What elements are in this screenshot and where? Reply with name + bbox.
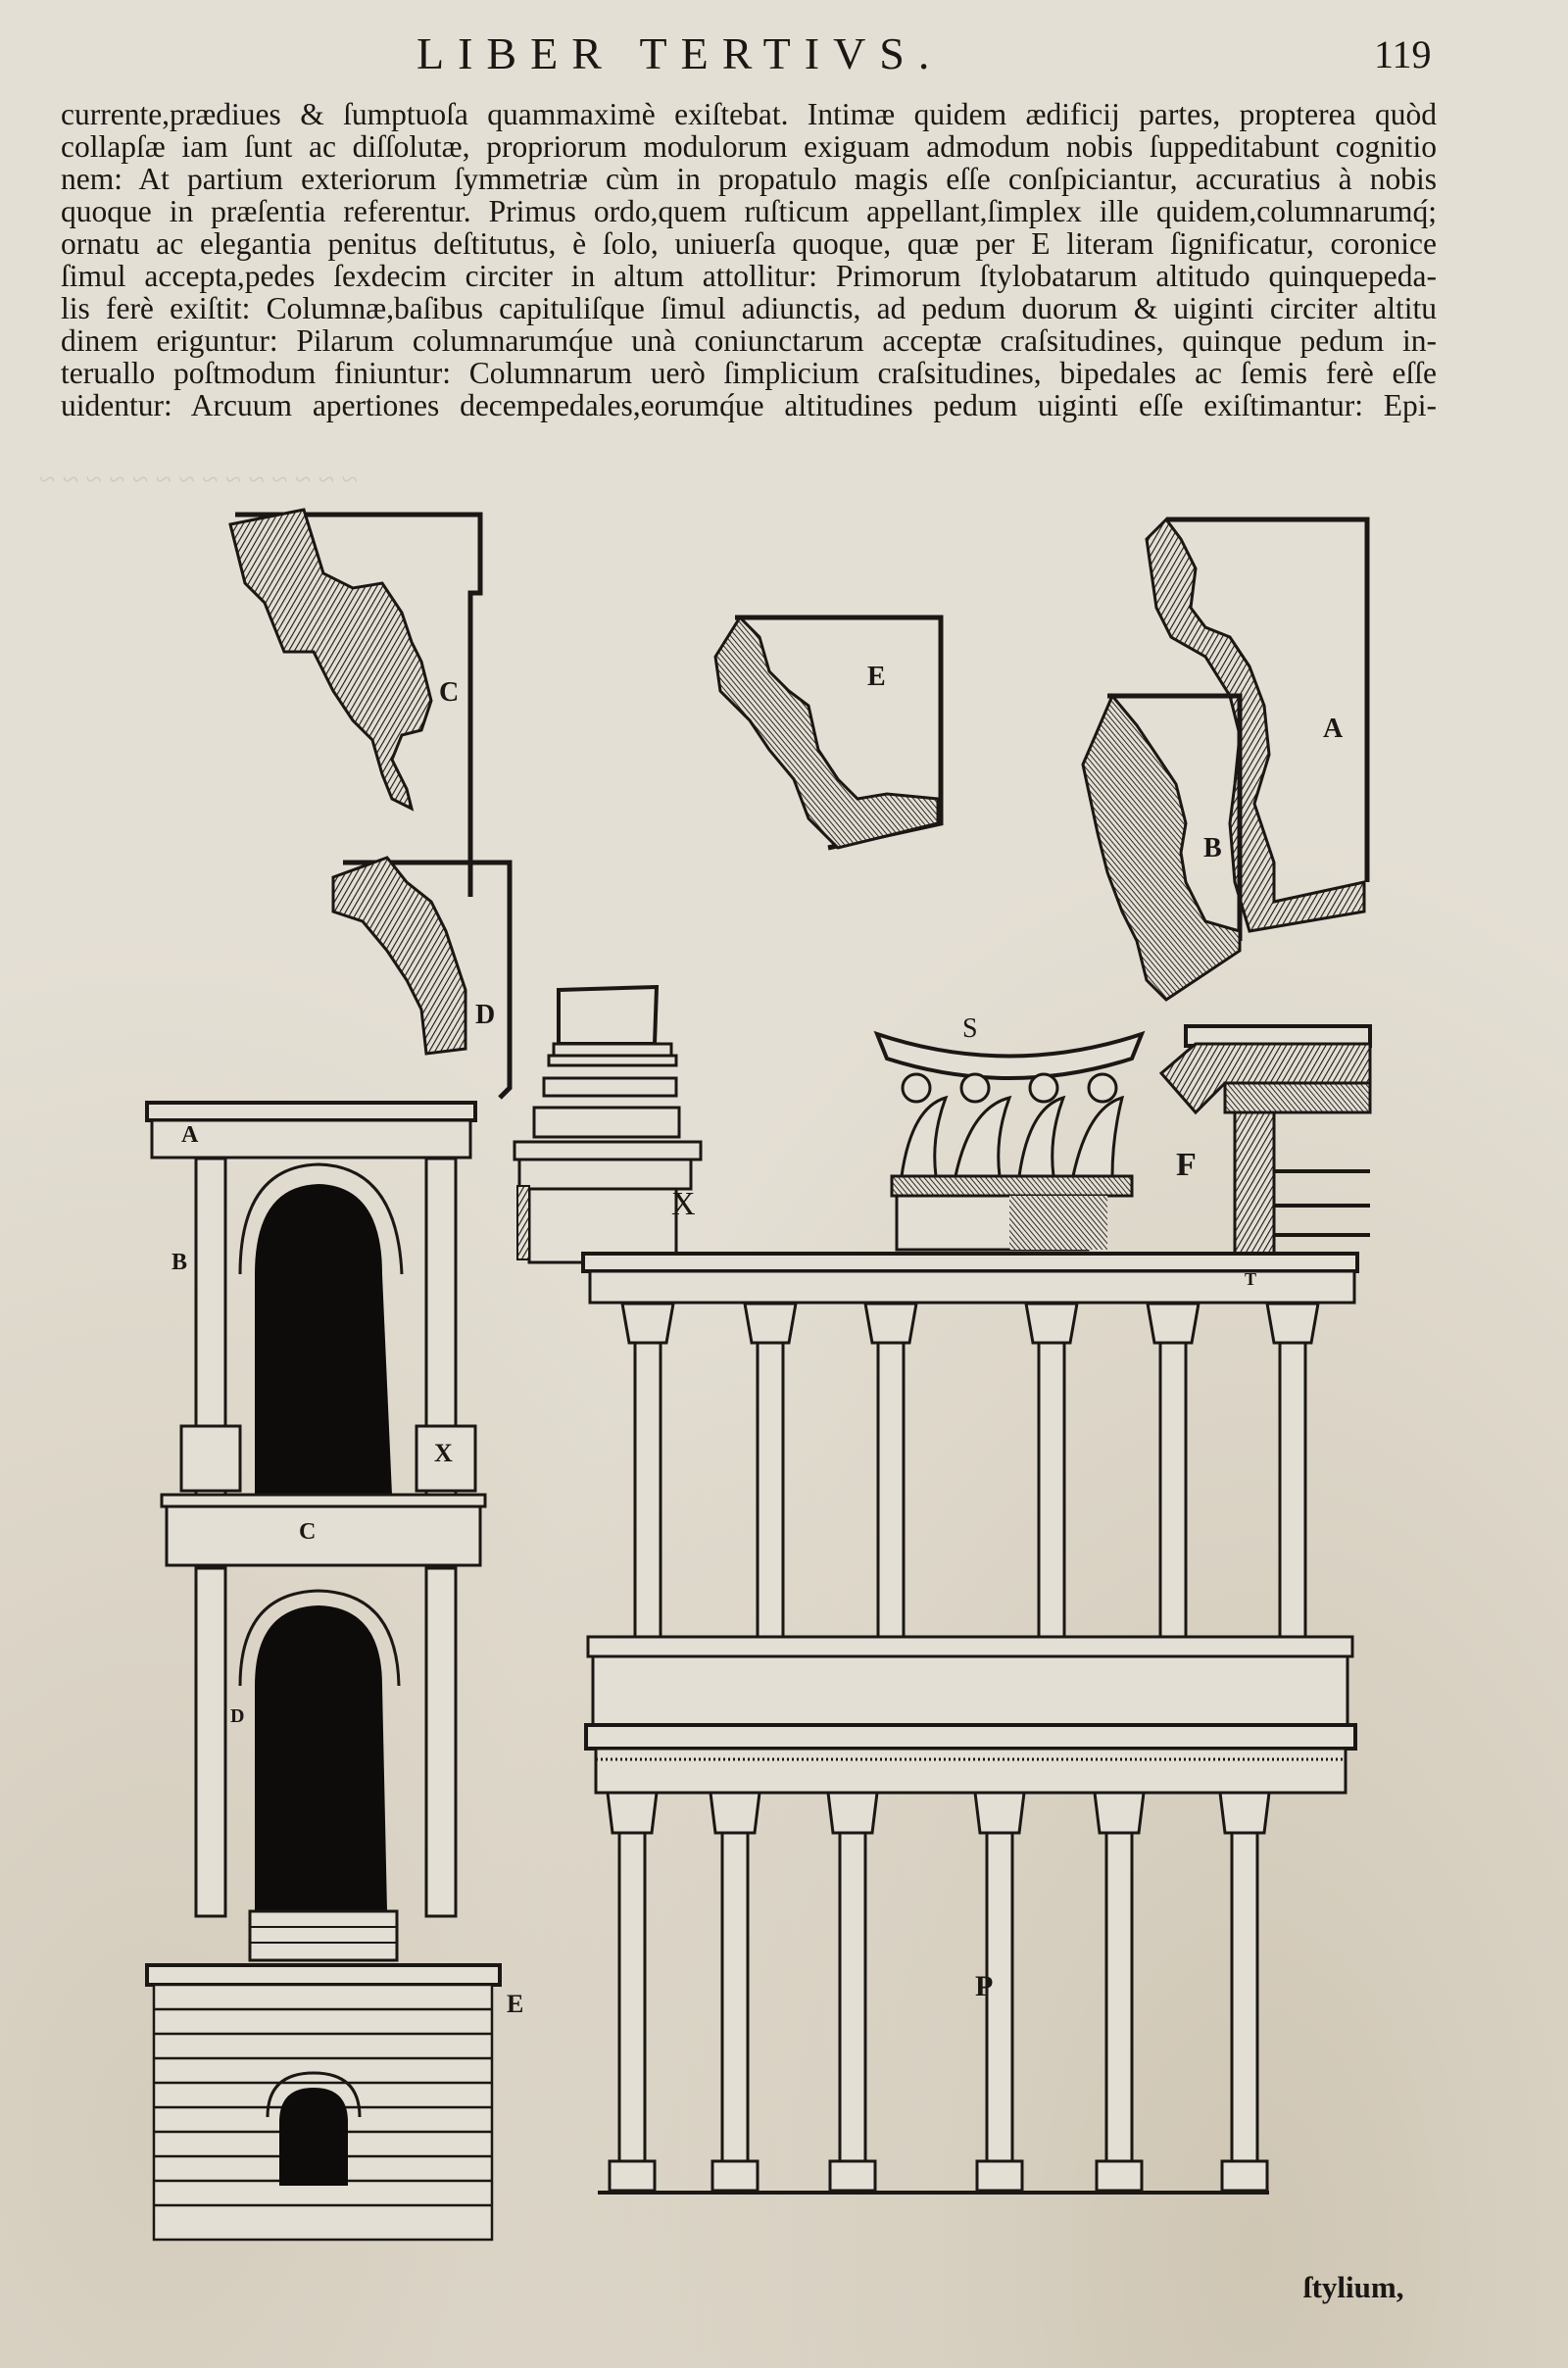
text-line: currente,prædiues & ſumptuoſa quammaximè… xyxy=(61,97,1437,131)
elevation-label-a: A xyxy=(181,1122,199,1148)
body-text: currente,prædiues & ſumptuoſa quammaximè… xyxy=(61,98,1437,421)
figure-label-x: X xyxy=(671,1186,696,1222)
cornice-profile-c: C xyxy=(225,505,519,907)
cornice-profile-a: A xyxy=(1137,510,1372,941)
arcade-elevation: A B X C D E xyxy=(142,1098,523,2245)
text-line: lis ferè exiſtit: Columnæ,baſibus capitu… xyxy=(61,291,1437,325)
entablature-f: F xyxy=(1156,1024,1372,1259)
elevation-label-c: C xyxy=(299,1519,317,1545)
elevation-label-x: X xyxy=(434,1439,453,1467)
figure-label-f: F xyxy=(1176,1147,1197,1183)
running-head: LIBER TERTIVS. 119 xyxy=(0,27,1568,86)
text-line: ſimul accepta,pedes ſexdecim circiter in… xyxy=(61,259,1437,293)
page-number: 119 xyxy=(1374,32,1432,76)
figure-label-a: A xyxy=(1323,714,1344,744)
text-line: quoque in præſentia referentur. Primus o… xyxy=(61,194,1437,228)
text-line: nem: At partium exteriorum ſymmetriæ cùm… xyxy=(61,162,1437,196)
cornice-profile-b: B xyxy=(1078,686,1254,1010)
text-line: collapſæ iam ſunt ac diſſolutæ, proprior… xyxy=(61,129,1437,164)
pedestal-x: X xyxy=(510,985,823,1264)
elevation-label-b: B xyxy=(172,1250,188,1275)
figure-label-t: T xyxy=(1245,1269,1257,1289)
figure-label-s: S xyxy=(962,1013,978,1044)
text-line: ornatu ac elegantia penitus deſtitutus, … xyxy=(61,226,1437,261)
text-line: teruallo poſtmodum finiuntur: Columnarum… xyxy=(61,356,1437,390)
figure-label-c: C xyxy=(439,677,460,708)
figure-label-p: P xyxy=(975,1970,994,2002)
running-title: LIBER TERTIVS. xyxy=(416,28,944,78)
bleed-through-text: ~ ~ ~ ~ ~ ~ ~ ~ ~ ~ ~ ~ ~ ~ xyxy=(39,464,358,496)
text-line: uidentur: Arcuum apertiones decempedales… xyxy=(61,388,1437,422)
figure-label-b: B xyxy=(1203,833,1222,863)
figure-label-e: E xyxy=(867,662,886,692)
cornice-profile-e: E xyxy=(710,613,946,853)
catchword: ſtylium, xyxy=(1303,2270,1404,2304)
elevation-label-e: E xyxy=(507,1990,524,2018)
text-line: dinem eriguntur: Pilarum columnarumq́ue … xyxy=(61,323,1437,358)
cornice-profile-d: D xyxy=(328,804,524,1108)
corinthian-capital-s: S xyxy=(862,1013,1156,1255)
elevation-label-d: D xyxy=(230,1705,245,1727)
colonnade-p: T P xyxy=(578,1250,1372,2205)
figure-label-d: D xyxy=(475,1000,496,1030)
